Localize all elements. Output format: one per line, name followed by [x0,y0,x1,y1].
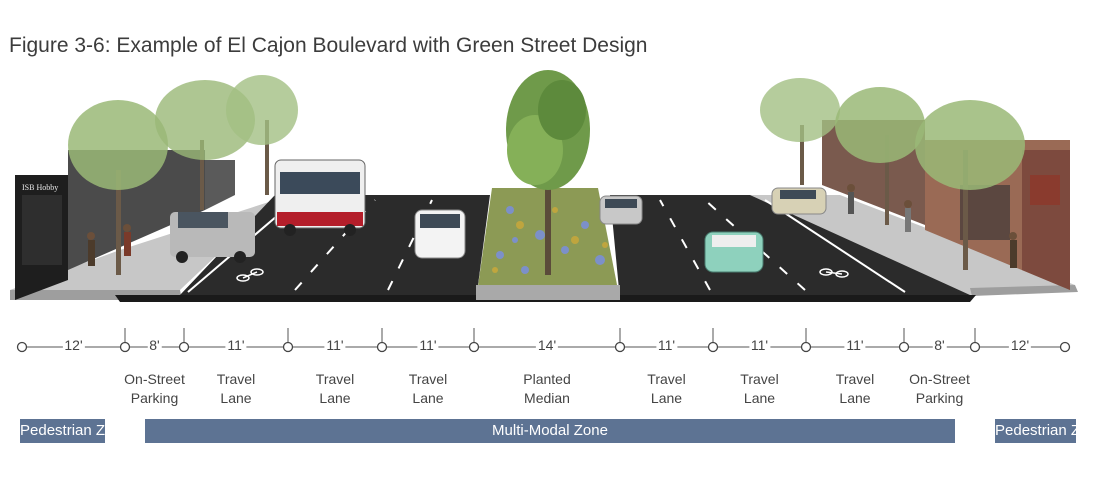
segment-width: 11' [324,337,346,353]
dimension-node [282,341,294,353]
dimension-node [16,341,28,353]
segment-width: 11' [417,337,439,353]
dimension-node [898,341,910,353]
dimension-node [800,341,812,353]
street-cross-section-illustration: ISB Hobby [10,70,1078,302]
segment-width: 11' [748,337,771,353]
roadway-left [180,195,490,300]
dimension-node [969,341,981,353]
median-tree [506,70,590,275]
pickup-truck [170,212,255,263]
storefront-sign: ISB Hobby [22,183,58,192]
segment-width: 11' [655,337,678,353]
dimension-node [376,341,388,353]
segment-width: 8' [932,337,947,353]
zone-bar: Multi-Modal Zone [145,419,955,443]
teal-mini [704,231,764,273]
segment-width: 14' [535,337,559,353]
bike-lane-symbol-left [236,268,264,282]
dimension-node [119,341,131,353]
segment-width: 12' [1008,337,1032,353]
segment-width: 11' [225,337,247,353]
zone-bar: Pedestrian Zone [20,419,130,443]
bike-lane-symbol-right [819,268,849,278]
zone-bar: Pedestrian Zone [995,419,1094,443]
dimension-node [707,341,719,353]
silver-car [599,195,643,225]
roadway-right [610,195,970,300]
dimension-node [178,341,190,353]
tan-car [771,187,827,215]
pedestrians [87,184,1017,268]
right-sidewalk [750,195,1075,295]
segment-width: 12' [62,337,85,353]
dimension-node [614,341,626,353]
bus [274,159,366,236]
dimension-node [468,341,480,353]
dimension-node [1059,341,1071,353]
segment-width: 8' [147,337,162,353]
segment-width: 11' [844,337,866,353]
figure-title: Figure 3-6: Example of El Cajon Boulevar… [9,34,648,57]
street-trees [68,75,1025,275]
white-suv [414,209,466,259]
